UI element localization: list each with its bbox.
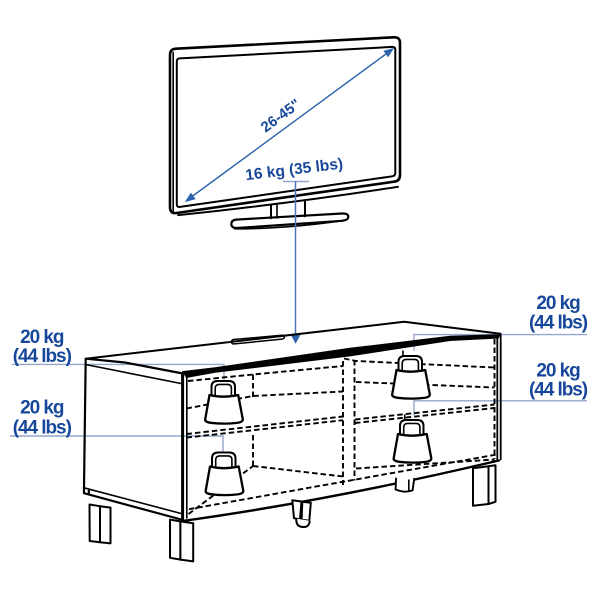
svg-text:20 kg: 20 kg <box>20 397 64 418</box>
svg-text:(44 lbs): (44 lbs) <box>529 380 588 401</box>
svg-text:20 kg: 20 kg <box>536 293 580 314</box>
svg-text:20 kg: 20 kg <box>536 361 580 382</box>
svg-text:(44 lbs): (44 lbs) <box>13 346 72 367</box>
svg-text:(44 lbs): (44 lbs) <box>13 417 72 438</box>
svg-text:20 kg: 20 kg <box>20 327 64 348</box>
svg-text:(44 lbs): (44 lbs) <box>529 313 588 334</box>
